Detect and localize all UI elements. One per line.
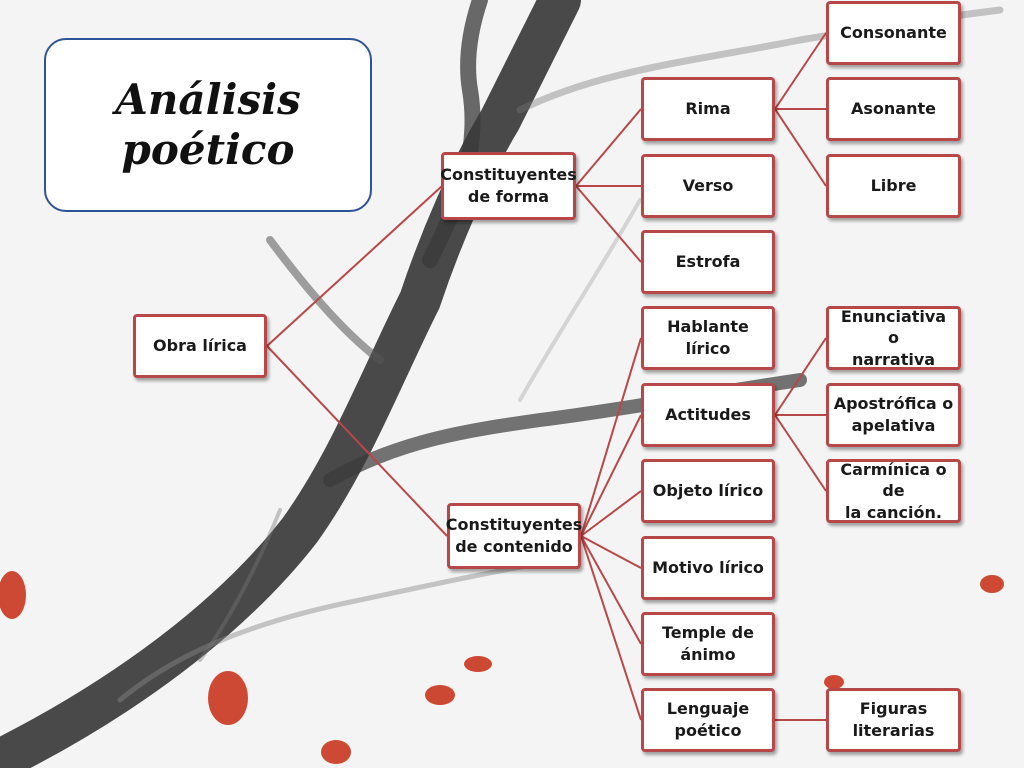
tree-trunk [0,0,581,768]
connector [774,414,827,492]
page-title: Análisis poético [115,74,301,174]
connector [266,345,448,537]
node-carminica: Carmínica o de la canción. [826,459,961,523]
connector [266,185,443,347]
connector [580,535,642,721]
node-consonante: Consonante [826,1,961,65]
connector [774,108,827,187]
node-obra-lirica: Obra lírica [133,314,267,378]
connector [774,32,827,110]
node-lenguaje-poetico: Lenguaje poético [641,688,775,752]
node-libre: Libre [826,154,961,218]
node-verso: Verso [641,154,775,218]
node-constituyentes-contenido: Constituyentes de contenido [446,503,582,569]
connector [580,535,642,569]
tree-branch [117,557,563,703]
node-rima: Rima [641,77,775,141]
leaf [208,671,248,725]
node-figuras-literarias: Figuras literarias [826,688,961,752]
connector [580,535,642,645]
connector [580,414,642,537]
connector [575,185,642,263]
node-actitudes: Actitudes [641,383,775,447]
node-temple-animo: Temple de ánimo [641,612,775,676]
node-constituyentes-forma: Constituyentes de forma [440,152,577,220]
leaf [321,740,351,764]
leaf [464,656,492,672]
tree-branch [266,236,384,364]
node-hablante-lirico: Hablante lírico [641,306,775,370]
node-estrofa: Estrofa [641,230,775,294]
node-apostrofica: Apostrófica o apelativa [826,383,961,447]
leaf [425,685,455,705]
title-box: Análisis poético [44,38,372,212]
connector [580,337,642,537]
leaf [980,575,1004,593]
connector [774,337,827,416]
connector [580,490,642,537]
tree-branch [518,198,642,402]
node-motivo-lirico: Motivo lírico [641,536,775,600]
leaf [824,675,844,689]
leaf [0,571,26,619]
node-asonante: Asonante [826,77,961,141]
node-objeto-lirico: Objeto lírico [641,459,775,523]
tree-branch [198,508,282,662]
node-enunciativa: Enunciativa o narrativa [826,306,961,370]
connector [575,108,642,187]
